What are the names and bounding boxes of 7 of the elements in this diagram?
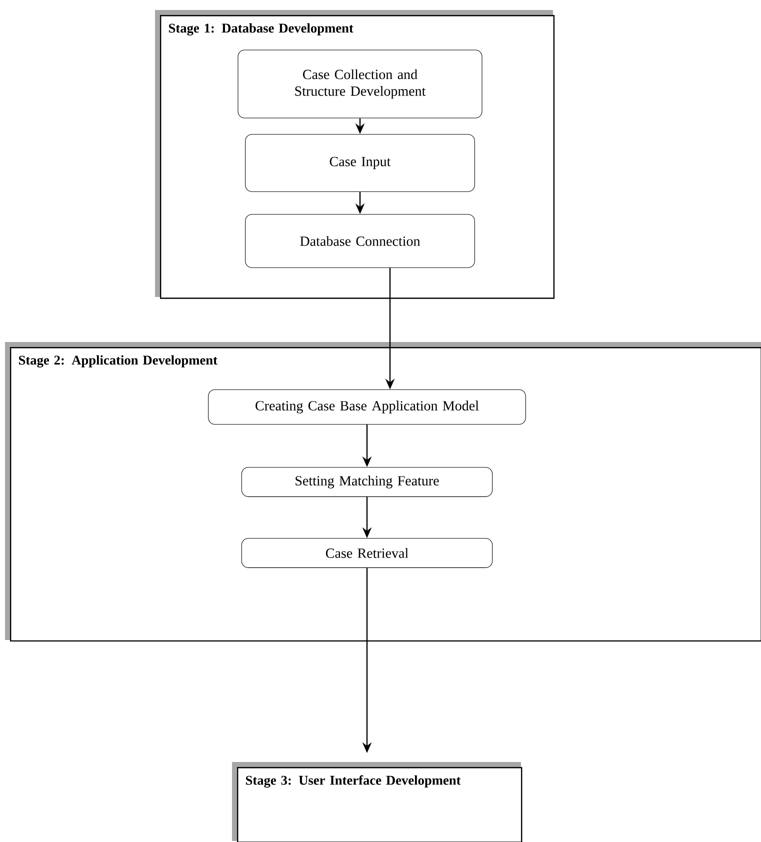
process-box: Database Connection	[245, 214, 475, 268]
stage-box: Stage 3: User Interface Development	[232, 762, 522, 842]
process-box: Case Retrieval	[241, 538, 493, 568]
process-box: Case Input	[245, 134, 475, 192]
process-box: Case Collection and Structure Development	[238, 50, 482, 118]
process-box: Creating Case Base Application Model	[208, 389, 526, 425]
process-box: Setting Matching Feature	[241, 467, 493, 497]
